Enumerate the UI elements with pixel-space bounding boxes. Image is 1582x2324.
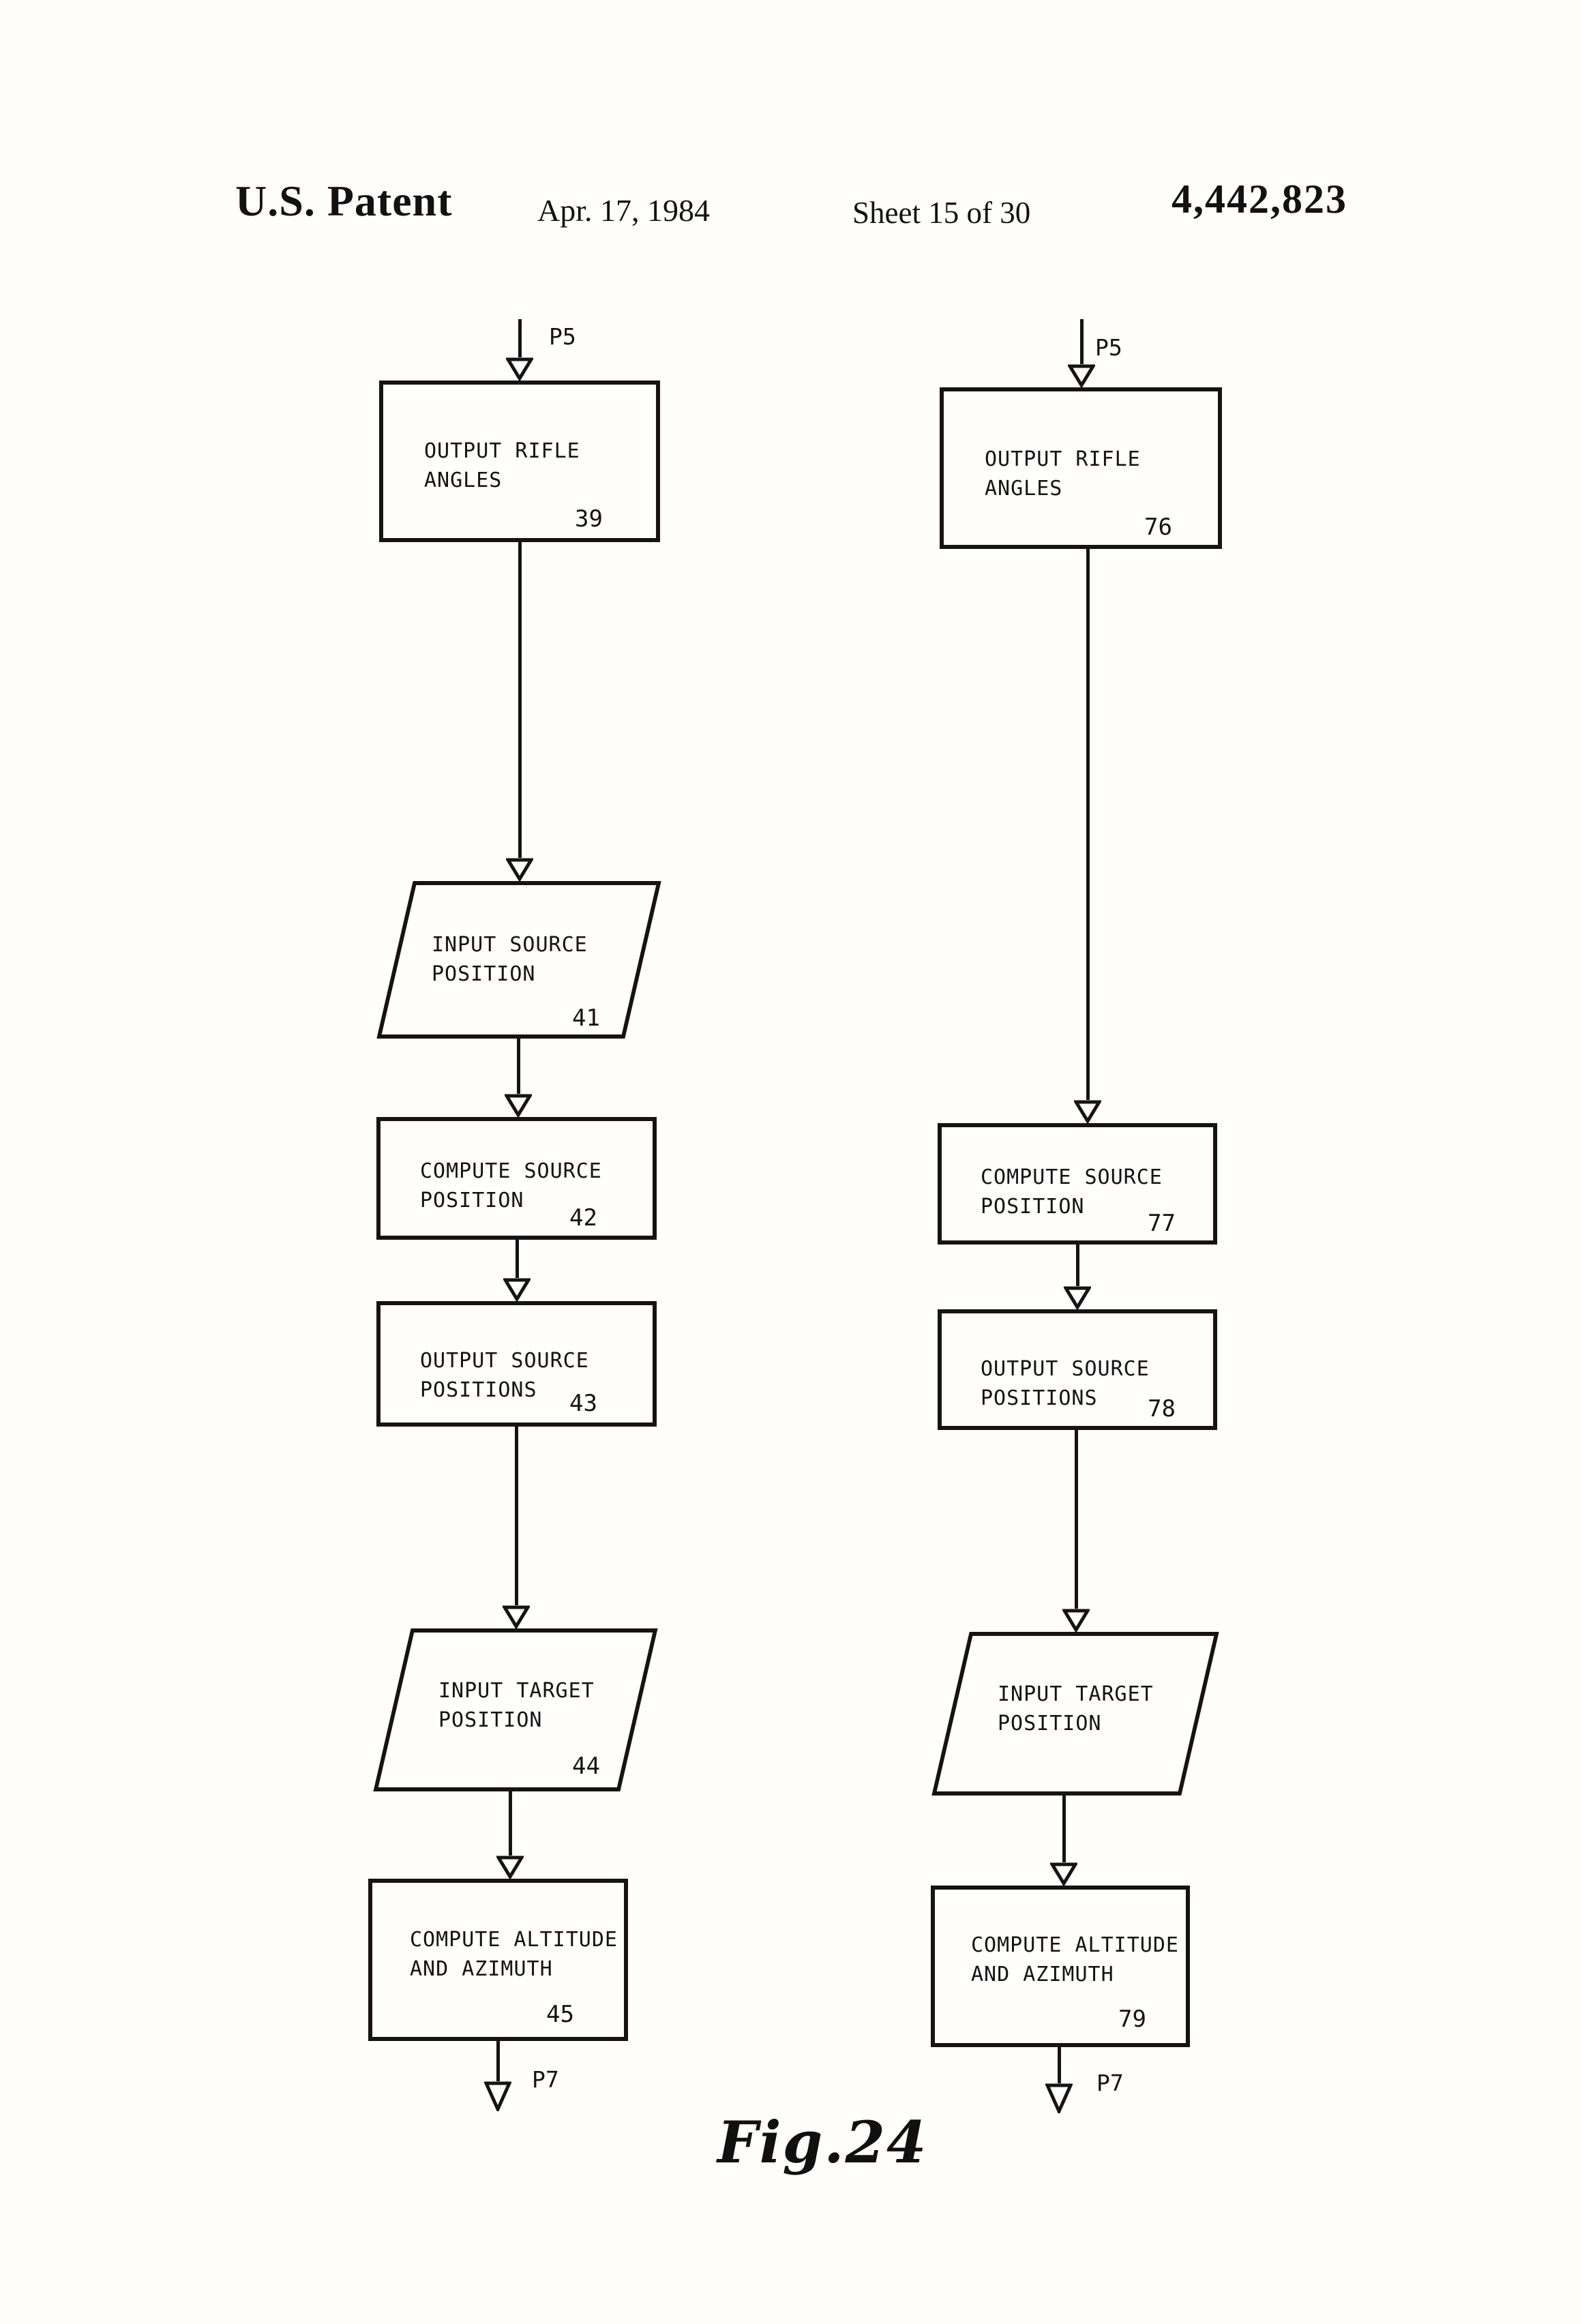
connector-line	[517, 1039, 520, 1094]
connector-line	[1076, 1245, 1079, 1286]
port-label-p5-right: P5	[1095, 334, 1122, 361]
port-label-p7-right: P7	[1096, 2070, 1124, 2096]
arrow-down-icon	[1050, 1862, 1077, 1886]
patent-header-number: 4,442,823	[1171, 177, 1347, 222]
arrow-down-icon	[1062, 1609, 1090, 1632]
node-number: 44	[572, 1753, 600, 1780]
node-label: INPUT TARGET POSITION	[998, 1682, 1154, 1735]
node-label: COMPUTE ALTITUDE AND AZIMUTH	[410, 1928, 618, 1981]
flow-node-compute-altitude-azimuth-right: COMPUTE ALTITUDE AND AZIMUTH 79	[931, 1886, 1190, 2047]
node-label: INPUT SOURCE POSITION	[432, 933, 588, 986]
connector-line	[518, 319, 522, 357]
arrow-down-icon	[484, 2081, 511, 2111]
patent-header-title: U.S. Patent	[235, 177, 453, 225]
node-number: 77	[1148, 1210, 1176, 1237]
flow-node-output-rifle-angles-right: OUTPUT RIFLE ANGLES 76	[940, 387, 1222, 549]
connector-line	[1058, 2047, 1061, 2083]
flow-node-compute-altitude-azimuth-left: COMPUTE ALTITUDE AND AZIMUTH 45	[368, 1879, 628, 2041]
connector-line	[1086, 549, 1090, 1100]
node-number: 43	[569, 1390, 597, 1417]
connector-line	[516, 1240, 519, 1278]
flow-node-input-target-position-right: INPUT TARGET POSITION	[931, 1632, 1219, 1796]
node-number: 78	[1148, 1395, 1176, 1422]
node-label: OUTPUT RIFLE ANGLES	[985, 447, 1141, 501]
arrow-down-icon	[1068, 364, 1095, 387]
flow-node-output-rifle-angles-left: OUTPUT RIFLE ANGLES 39	[379, 381, 660, 542]
arrow-down-icon	[1074, 1100, 1101, 1123]
node-label: INPUT TARGET POSITION	[438, 1679, 595, 1732]
node-number: 79	[1118, 2006, 1146, 2033]
node-label: COMPUTE SOURCE POSITION	[420, 1159, 602, 1212]
port-label-p7-left: P7	[532, 2066, 559, 2093]
node-label: OUTPUT RIFLE ANGLES	[424, 439, 580, 492]
arrow-down-icon	[506, 858, 533, 881]
flow-node-input-target-position-left: INPUT TARGET POSITION 44	[373, 1628, 658, 1791]
connector-line	[1080, 319, 1084, 364]
arrow-down-icon	[1045, 2083, 1073, 2113]
node-label: OUTPUT SOURCE POSITIONS	[981, 1357, 1150, 1410]
connector-line	[509, 1791, 512, 1856]
flow-node-compute-source-position-left: COMPUTE SOURCE POSITION 42	[376, 1117, 657, 1240]
node-label: OUTPUT SOURCE POSITIONS	[420, 1349, 589, 1402]
flow-node-output-source-positions-left: OUTPUT SOURCE POSITIONS 43	[376, 1301, 657, 1427]
flow-node-output-source-positions-right: OUTPUT SOURCE POSITIONS 78	[938, 1309, 1217, 1430]
arrow-down-icon	[503, 1278, 531, 1301]
arrow-down-icon	[503, 1605, 530, 1628]
node-number: 45	[546, 2001, 574, 2028]
arrow-down-icon	[506, 357, 533, 381]
flow-node-compute-source-position-right: COMPUTE SOURCE POSITION 77	[938, 1123, 1217, 1245]
node-label: COMPUTE SOURCE POSITION	[981, 1165, 1163, 1219]
node-label: COMPUTE ALTITUDE AND AZIMUTH	[971, 1933, 1179, 1986]
arrow-down-icon	[1064, 1286, 1091, 1309]
connector-line	[518, 542, 522, 858]
node-number: 39	[575, 505, 603, 533]
node-number: 76	[1144, 513, 1172, 541]
connector-line	[515, 1427, 518, 1605]
connector-line	[496, 2041, 500, 2081]
arrow-down-icon	[496, 1856, 524, 1879]
patent-header-sheet: Sheet 15 of 30	[852, 196, 1031, 230]
figure-caption: Fig.24	[717, 2109, 928, 2176]
port-label-p5-left: P5	[549, 323, 576, 350]
node-number: 41	[572, 1004, 600, 1032]
patent-header-date: Apr. 17, 1984	[537, 193, 710, 228]
node-number: 42	[569, 1204, 597, 1232]
flow-node-input-source-position: INPUT SOURCE POSITION 41	[376, 881, 663, 1039]
connector-line	[1075, 1430, 1078, 1609]
connector-line	[1062, 1796, 1066, 1862]
arrow-down-icon	[505, 1094, 532, 1117]
